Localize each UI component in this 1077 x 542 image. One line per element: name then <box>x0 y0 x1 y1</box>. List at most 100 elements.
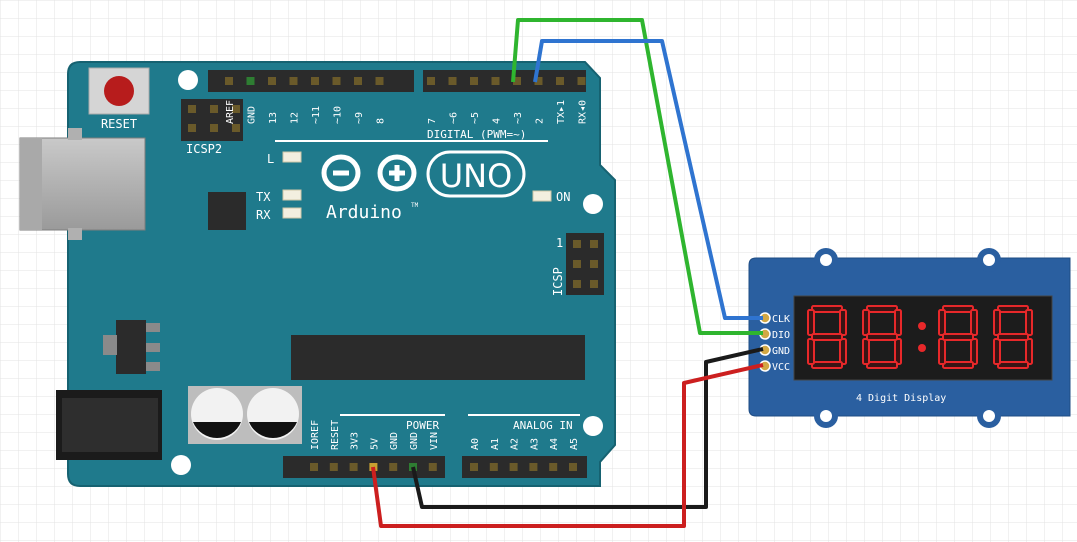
header-pin[interactable] <box>246 77 255 85</box>
colon-top <box>918 322 926 330</box>
pin-label: 8 <box>376 118 387 124</box>
pin-label: A4 <box>549 438 560 450</box>
module-pin-label: VCC <box>772 362 790 373</box>
wire-black-gnd[interactable] <box>411 347 764 509</box>
pin-label: TX▸1 <box>556 100 567 124</box>
segment <box>894 338 902 365</box>
seven-segment-digits <box>807 305 1033 369</box>
pin-label: A3 <box>529 438 540 450</box>
header-pin[interactable] <box>556 77 564 85</box>
header-pin[interactable] <box>549 463 558 471</box>
pin-label: ~9 <box>354 112 365 124</box>
segment <box>993 338 1001 365</box>
arduino-infinity-logo <box>321 154 417 192</box>
wire-blue-dio[interactable] <box>533 39 763 320</box>
mount-hole <box>583 416 603 436</box>
pin-label: 12 <box>290 112 301 124</box>
pin-label: GND <box>389 432 400 450</box>
pin-label: 5V <box>369 438 380 450</box>
segment <box>997 305 1029 313</box>
led-tx-label: TX <box>256 190 271 204</box>
pin-label: A1 <box>490 438 501 450</box>
header-pin[interactable] <box>489 463 498 471</box>
header-pin[interactable] <box>470 77 478 85</box>
analog-label: ANALOG IN <box>513 419 573 432</box>
module-pin-label: DIO <box>772 330 790 341</box>
segment <box>866 333 898 341</box>
header-pin[interactable] <box>577 77 586 85</box>
header-pin[interactable] <box>349 463 358 471</box>
top-header-pins <box>225 77 586 85</box>
header-pin[interactable] <box>428 463 437 471</box>
capacitor-right <box>244 386 302 444</box>
pin-label: RX◂0 <box>578 100 589 124</box>
segment <box>938 309 946 336</box>
reset-label: RESET <box>101 117 137 131</box>
header-pin[interactable] <box>529 463 538 471</box>
header-pin[interactable] <box>225 77 233 85</box>
wire-green-clk[interactable] <box>511 18 763 335</box>
header-pin[interactable] <box>448 77 457 85</box>
segment <box>811 361 843 369</box>
header-pin[interactable] <box>310 463 318 471</box>
header-pin[interactable] <box>375 77 384 85</box>
analog-header <box>462 456 587 478</box>
reset-button-cap <box>104 76 134 106</box>
pin-label: RESET <box>330 420 341 450</box>
wire-red-vcc[interactable] <box>371 363 764 528</box>
segment <box>1025 309 1033 336</box>
segment <box>894 309 902 336</box>
header-pin[interactable] <box>389 463 398 471</box>
pin-label: 13 <box>268 112 279 124</box>
regulator-chip <box>208 192 246 230</box>
uno-badge <box>426 150 526 198</box>
icsp2-header <box>181 99 243 141</box>
header-pin[interactable] <box>491 77 500 85</box>
pin-label: ~5 <box>470 112 481 124</box>
segment <box>862 309 870 336</box>
capacitor-left <box>188 386 246 444</box>
pin-label: A2 <box>510 438 521 450</box>
segment <box>866 361 898 369</box>
segment <box>997 361 1029 369</box>
header-pin[interactable] <box>289 77 298 85</box>
pin-label: ~11 <box>311 106 322 124</box>
atmega-chip <box>291 335 585 380</box>
led-l-label: L <box>267 152 274 166</box>
header-pin[interactable] <box>569 463 577 471</box>
brand-label: Arduino <box>326 202 402 223</box>
pin-label: GND <box>247 106 258 124</box>
led-on-label: ON <box>556 190 570 204</box>
segment <box>942 361 974 369</box>
led-on <box>532 190 552 202</box>
module-pin-label: CLK <box>772 314 790 325</box>
header-pin[interactable] <box>268 77 276 85</box>
header-pin[interactable] <box>513 77 521 85</box>
header-pin[interactable] <box>329 463 338 471</box>
pin-label: 7 <box>427 118 438 124</box>
segment <box>811 305 843 313</box>
header-pin[interactable] <box>311 77 319 85</box>
header-pin[interactable] <box>509 463 518 471</box>
segment <box>807 338 815 365</box>
header-pin[interactable] <box>332 77 341 85</box>
segment <box>970 309 978 336</box>
header-pin[interactable] <box>470 463 478 471</box>
pin-label: GND <box>409 432 420 450</box>
digital-header-right <box>423 70 586 92</box>
led-rx <box>282 207 302 219</box>
pin-label: 2 <box>535 118 546 124</box>
mount-hole <box>171 455 191 475</box>
header-pin[interactable] <box>354 77 362 85</box>
header-pin[interactable] <box>534 77 543 85</box>
segment <box>839 309 847 336</box>
led-tx <box>282 189 302 201</box>
icsp-header <box>566 233 604 295</box>
header-pin[interactable] <box>427 77 435 85</box>
pin-label: A5 <box>569 438 580 450</box>
led-l <box>282 151 302 163</box>
